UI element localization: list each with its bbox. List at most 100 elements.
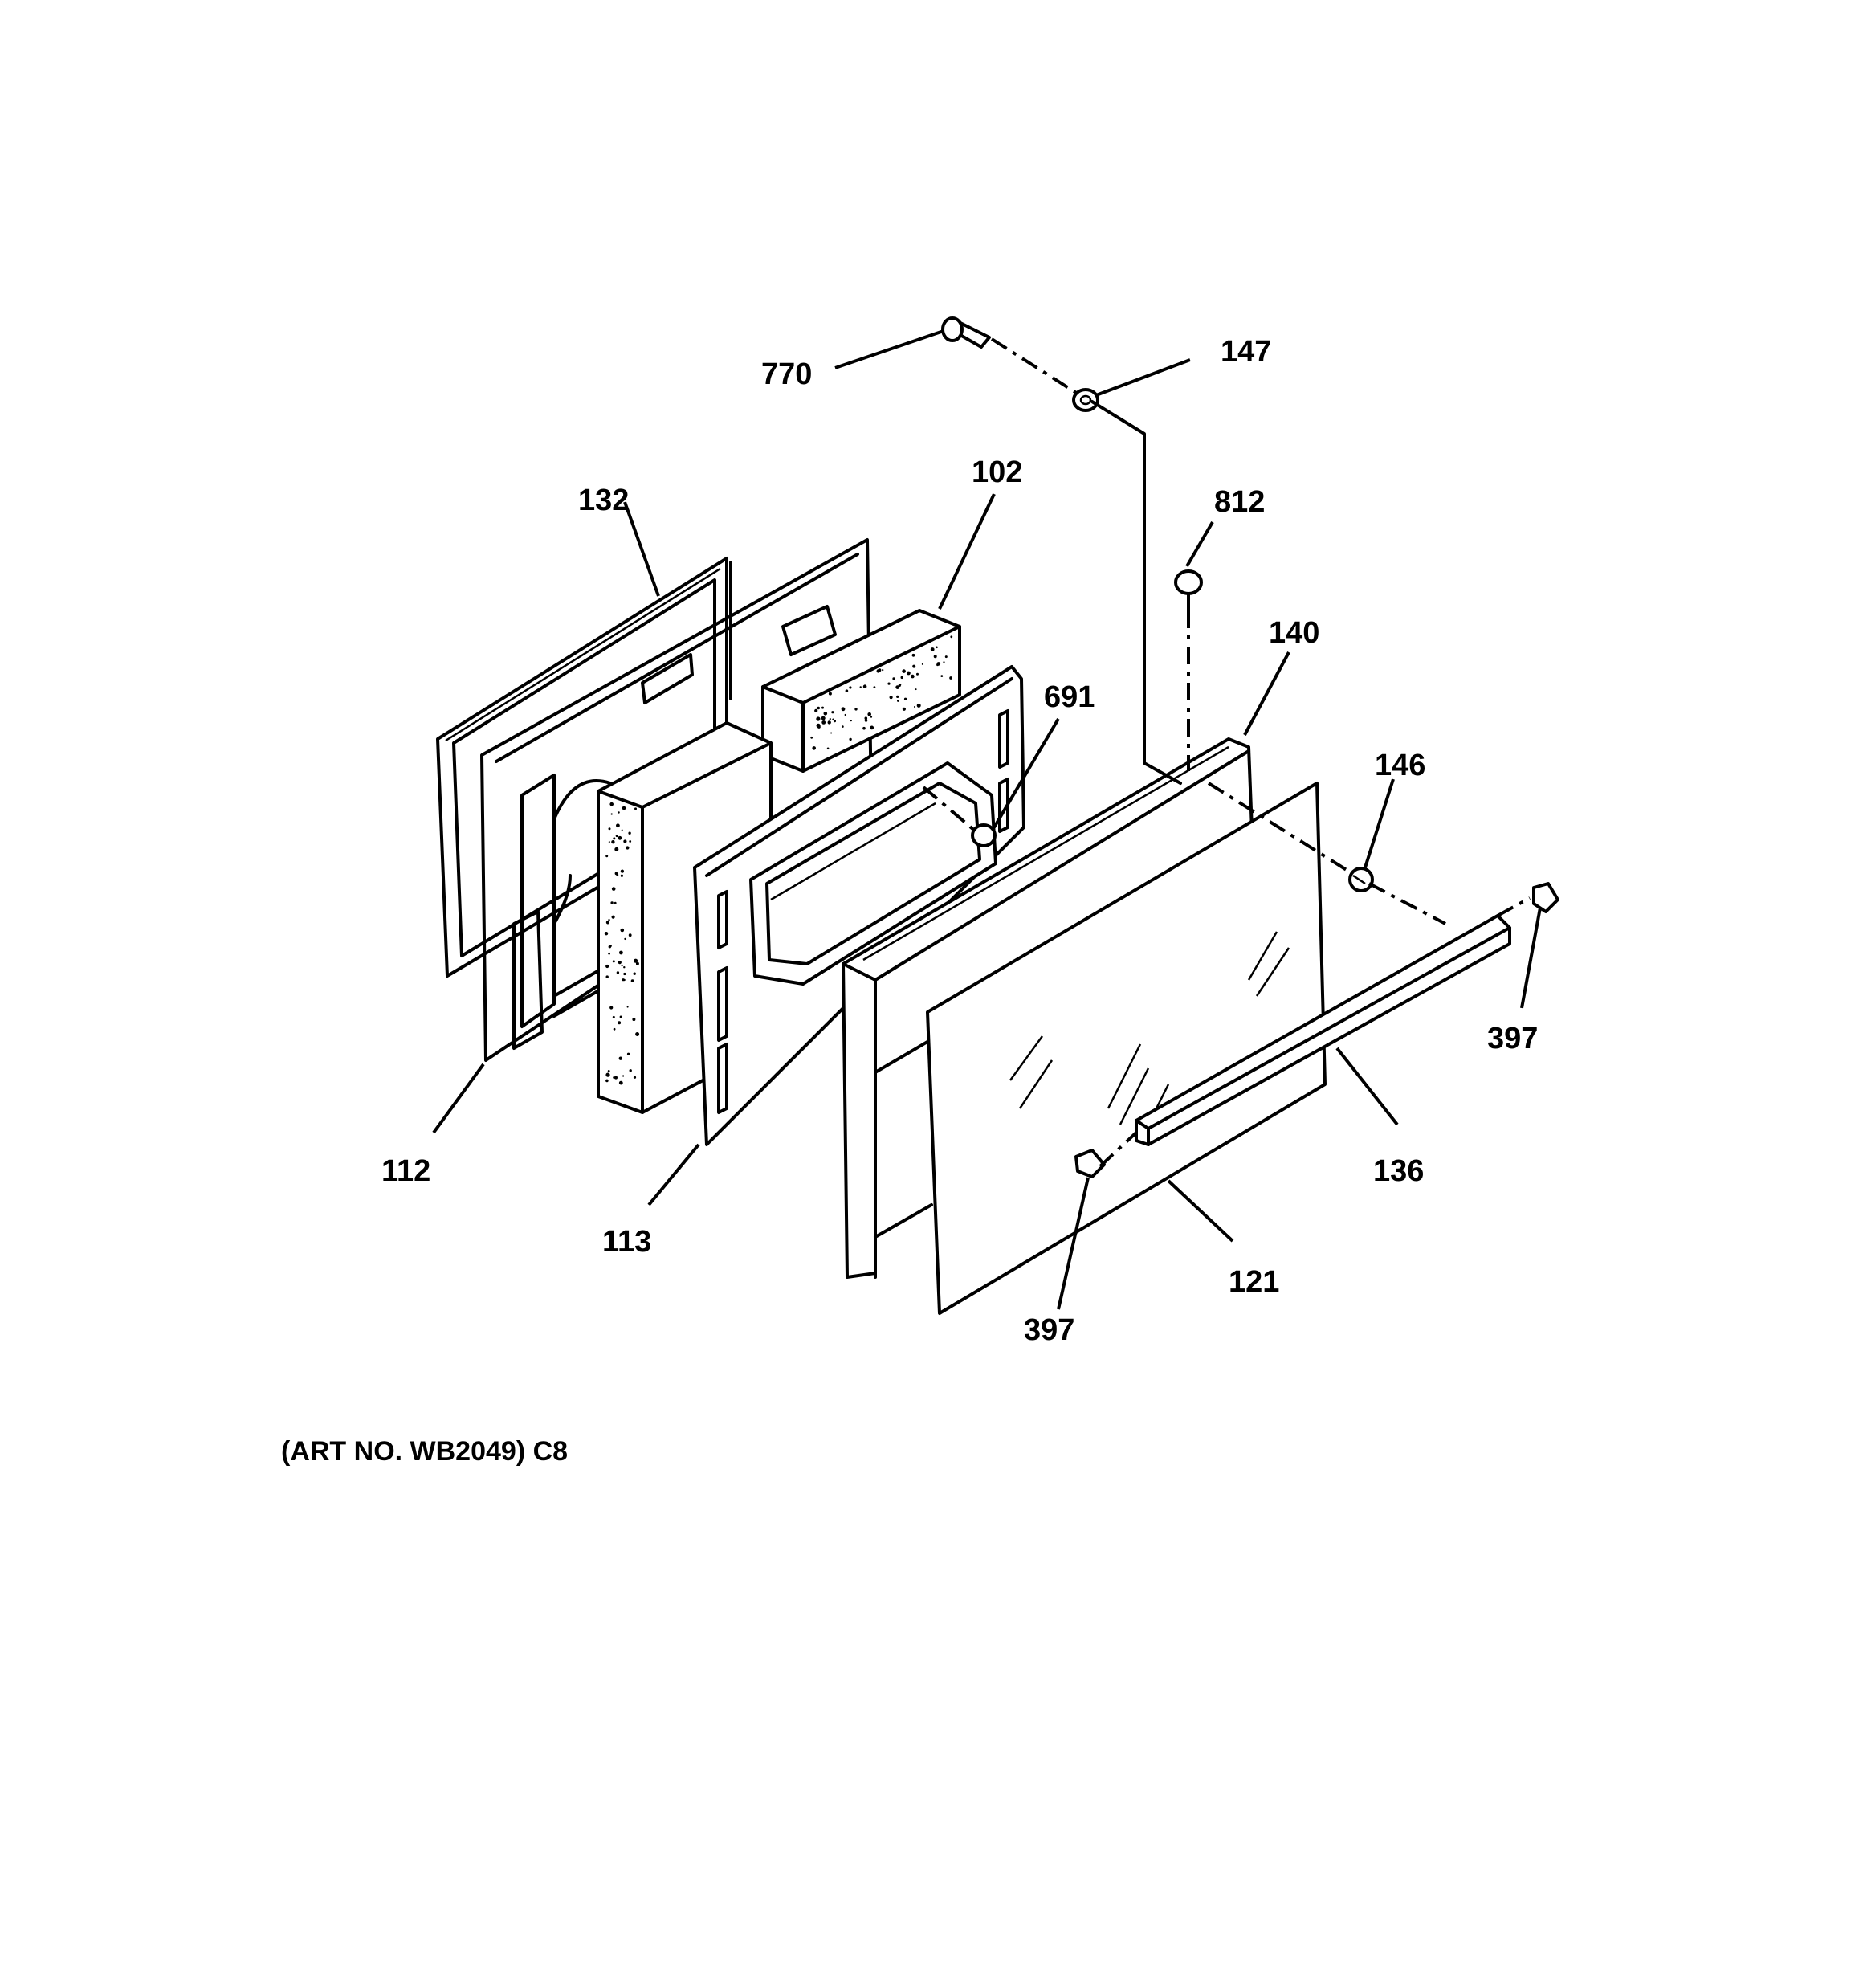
insulation-speck: [821, 706, 824, 709]
insulation-speck: [842, 725, 844, 728]
insulation-speck: [950, 635, 953, 639]
insulation-speck: [834, 720, 836, 723]
insulation-speck: [914, 706, 915, 708]
insulation-speck: [916, 703, 921, 708]
insulation-speck: [850, 720, 852, 722]
insulation-speck: [896, 695, 899, 699]
insulation-speck: [898, 684, 901, 688]
insulation-speck: [832, 718, 834, 721]
insulation-speck: [626, 846, 630, 850]
insulation-speck: [614, 901, 617, 904]
insulation-speck: [609, 802, 614, 806]
insulation-speck: [605, 1072, 610, 1077]
insulation-speck: [900, 676, 903, 680]
insulation-speck: [897, 700, 899, 702]
insulation-speck: [903, 697, 907, 700]
insulation-speck: [629, 1069, 632, 1072]
insulation-speck: [614, 872, 618, 876]
insulation-speck: [814, 708, 818, 713]
callout-397-bottom: 397: [1024, 1313, 1074, 1347]
insulation-speck: [831, 711, 834, 714]
callout-labels: 770 147 132 102 812 140 691 146 397 112 …: [381, 335, 1538, 1347]
insulation-speck: [629, 840, 632, 843]
insulation-speck: [849, 686, 852, 689]
art-number: (ART NO. WB2049) C8: [281, 1436, 568, 1467]
insulation-speck: [611, 915, 615, 919]
insulation-speck: [618, 961, 622, 965]
insulation-speck: [902, 707, 906, 711]
insulation-speck: [821, 720, 826, 725]
insulation-speck: [862, 726, 866, 730]
insulation-speck: [608, 945, 611, 949]
insulation-speck: [613, 1076, 615, 1079]
callout-102: 102: [972, 455, 1022, 489]
part-121-glass-panel: [926, 782, 1327, 1315]
insulation-speck: [622, 1075, 625, 1077]
insulation-speck: [912, 664, 916, 668]
insulation-speck: [817, 725, 821, 729]
insulation-speck: [612, 1015, 615, 1018]
insulation-speck: [634, 958, 638, 963]
part-770-screw: [941, 316, 991, 349]
insulation-speck: [864, 719, 868, 722]
callout-132: 132: [578, 484, 629, 517]
insulation-speck: [613, 1027, 616, 1031]
insulation-speck: [609, 1006, 614, 1010]
part-691-screw: [971, 823, 997, 847]
insulation-speck: [635, 1032, 640, 1036]
insulation-speck: [618, 811, 620, 814]
insulation-speck: [622, 806, 626, 810]
insulation-speck: [616, 823, 620, 828]
insulation-speck: [828, 692, 832, 696]
insulation-speck: [826, 747, 830, 750]
callout-112: 112: [381, 1154, 430, 1188]
callout-146: 146: [1375, 749, 1425, 782]
callout-113: 113: [602, 1225, 651, 1259]
insulation-speck: [620, 874, 624, 877]
insulation-speck: [626, 1006, 629, 1008]
insulation-speck: [611, 887, 616, 891]
part-113-inner-panel: [693, 665, 1025, 1146]
part-812-screw: [1174, 569, 1203, 612]
insulation-speck: [623, 972, 626, 976]
insulation-speck: [608, 841, 610, 843]
insulation-speck: [844, 713, 846, 716]
insulation-speck: [943, 661, 945, 663]
insulation-speck: [870, 716, 873, 718]
insulation-speck: [615, 835, 618, 838]
insulation-speck: [630, 979, 634, 982]
insulation-speck: [623, 839, 627, 843]
insulation-speck: [614, 1076, 618, 1080]
callout-812: 812: [1214, 485, 1265, 519]
part-397-end-cap-right: [1532, 882, 1559, 913]
insulation-speck: [873, 686, 876, 688]
insulation-speck: [864, 716, 868, 720]
insulation-speck: [878, 668, 882, 672]
insulation-speck: [613, 837, 616, 840]
insulation-speck: [628, 831, 631, 835]
insulation-speck: [623, 978, 626, 982]
part-397-end-cap-left: [1074, 1149, 1106, 1178]
insulation-speck: [618, 1056, 622, 1060]
insulation-speck: [821, 716, 826, 720]
insulation-speck: [933, 655, 937, 659]
insulation-speck: [812, 746, 816, 750]
insulation-speck: [892, 677, 895, 680]
insulation-speck: [810, 736, 813, 739]
insulation-speck: [626, 1052, 630, 1056]
insulation-speck: [921, 663, 923, 665]
insulation-speck: [634, 807, 637, 810]
insulation-speck: [618, 1080, 623, 1085]
insulation-speck: [608, 919, 610, 921]
insulation-speck: [849, 737, 852, 741]
callout-147: 147: [1221, 335, 1271, 369]
insulation-speck: [936, 646, 938, 649]
callout-770: 770: [761, 357, 812, 391]
insulation-speck: [830, 732, 833, 734]
insulation-speck: [827, 720, 831, 725]
insulation-speck: [604, 932, 609, 936]
callout-140: 140: [1269, 616, 1319, 650]
insulation-speck: [633, 1076, 637, 1079]
insulation-speck: [619, 950, 623, 955]
insulation-speck: [607, 1070, 610, 1072]
